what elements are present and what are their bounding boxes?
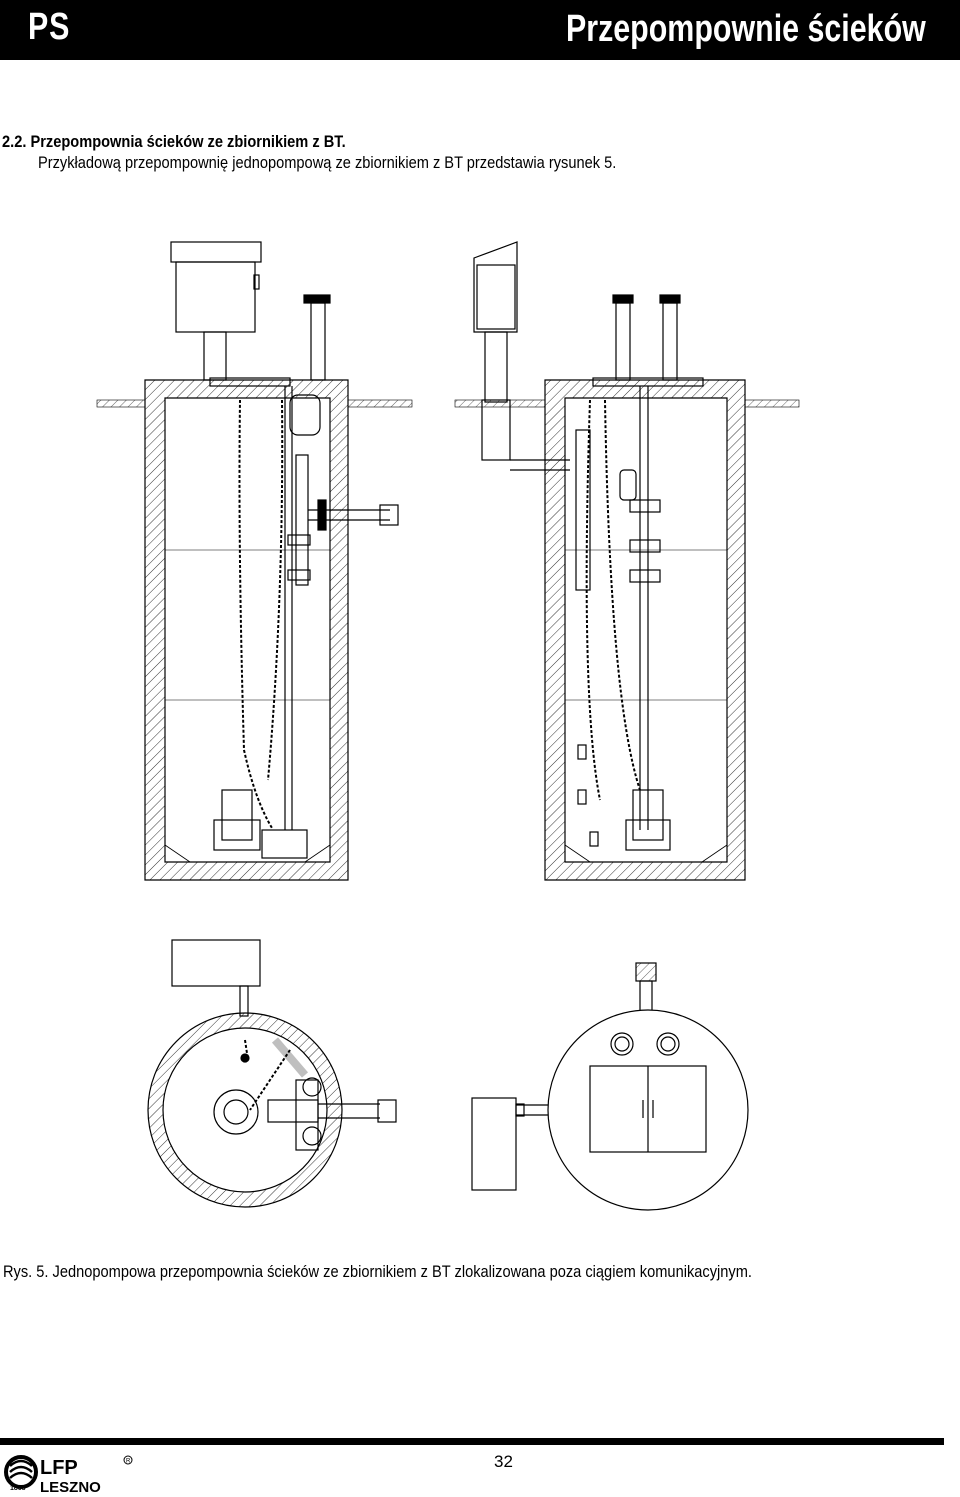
svg-text:LESZNO: LESZNO [40, 1479, 101, 1494]
figure-caption: Rys. 5. Jednopompowa przepompownia ściek… [3, 1262, 752, 1281]
svg-text:R: R [126, 1459, 131, 1465]
lfp-leszno-logo: 1868 LFP LESZNO R [4, 1455, 133, 1494]
footer-rule [0, 1438, 944, 1445]
right-elevation-view [454, 241, 800, 881]
right-plan-view [471, 962, 749, 1211]
svg-text:1868: 1868 [10, 1485, 26, 1492]
left-elevation-view [96, 241, 413, 881]
intro-text: Przykładową przepompownię jednopompową z… [38, 153, 617, 172]
header-bar: PS Przepompownie ścieków [0, 0, 960, 60]
header-code: PS [28, 6, 71, 48]
page-number: 32 [494, 1452, 513, 1471]
pump-station-drawing [96, 241, 800, 1211]
svg-text:LFP: LFP [40, 1457, 78, 1479]
section-heading: 2.2. Przepompownia ścieków ze zbiornikie… [2, 132, 346, 151]
left-plan-view [147, 939, 397, 1208]
header-title: Przepompownie ścieków [566, 8, 926, 50]
